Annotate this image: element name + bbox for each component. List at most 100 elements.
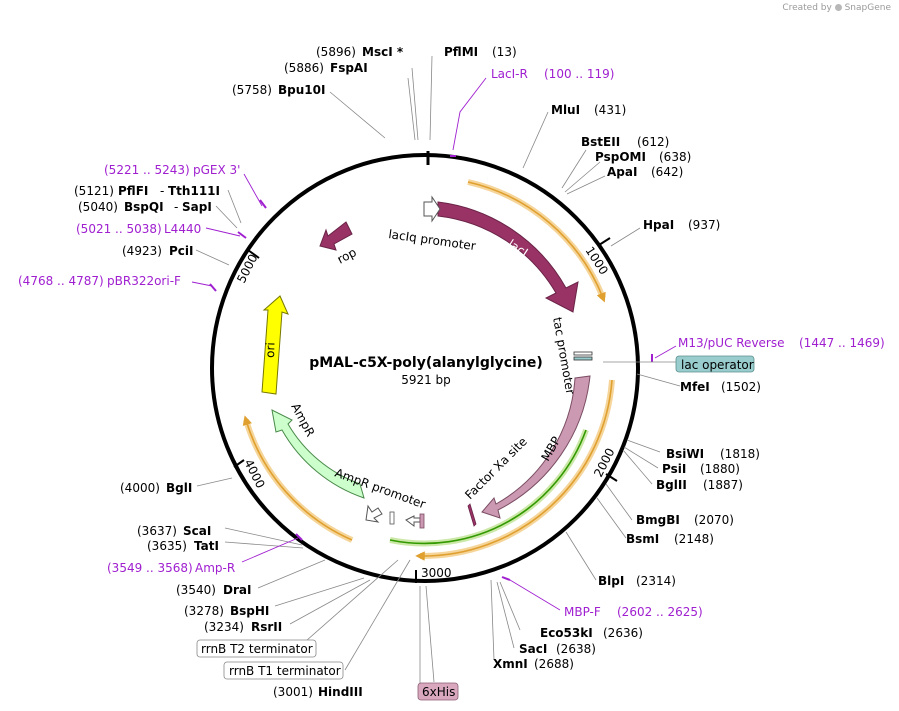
site-bgli-name: BglI [166, 481, 192, 495]
ampr-promoter-arrow [365, 504, 383, 523]
site-saci-pos: (2638) [556, 642, 596, 656]
rrnb-t-arrow [405, 515, 421, 527]
site-bmgbi-name: BmgBI [636, 513, 680, 527]
backbone-circle [210, 153, 640, 583]
site-pflfi-sep: - [160, 184, 164, 198]
primer-laci-r-name: LacI-R [491, 67, 528, 81]
site-sapi-name: SapI [182, 200, 212, 214]
site-drai-name: DraI [223, 583, 251, 597]
site-blpi-pos: (2314) [636, 574, 676, 588]
site-bpu10i-pos: (5758) [232, 83, 272, 97]
tac-promoter-marks [573, 351, 593, 361]
lac-operator-label: lac operator [681, 358, 754, 372]
rrnb-t2-label: rrnB T2 terminator [201, 642, 313, 656]
site-mlui-pos: (431) [594, 103, 626, 117]
orf-arc-mbp-green-line [389, 429, 587, 545]
his-box: 6xHis [417, 682, 459, 701]
site-drai-pos: (3540) [176, 583, 216, 597]
primer-leaders [191, 77, 677, 611]
his-label: 6xHis [422, 685, 455, 699]
site-bglii-pos: (1887) [703, 478, 743, 492]
site-pcii-name: PciI [169, 244, 194, 258]
site-pspomi-pos: (638) [659, 150, 691, 164]
site-bgli-pos: (4000) [120, 481, 160, 495]
laciq-promoter-arrow [423, 195, 441, 223]
orf-arc-mbp-line [415, 379, 613, 561]
site-mlui-name: MluI [551, 103, 580, 117]
site-pflmi-pos: (13) [492, 45, 517, 59]
ori-label: ori [263, 342, 278, 358]
orf-arc-laci-line [467, 181, 606, 303]
rop-arrow [319, 221, 353, 251]
site-mfei-pos: (1502) [721, 380, 761, 394]
site-scai-pos: (3637) [137, 524, 177, 538]
site-leaders [195, 55, 681, 686]
primer-pbr322-range: (4768 .. 4787) [18, 274, 104, 288]
site-fspai-name: FspAI [330, 61, 368, 75]
site-xmni-pos: (2688) [534, 657, 574, 671]
laciq-promoter-label: lacIq promoter [388, 227, 477, 253]
site-mscI-name: MscI * [362, 45, 404, 59]
primer-laci-r-range: (100 .. 119) [544, 67, 614, 81]
lacop-mark [389, 511, 395, 525]
site-scai-name: ScaI [183, 524, 211, 538]
credit-prefix: Created by [782, 3, 832, 13]
primer-m13-range: (1447 .. 1469) [799, 336, 885, 350]
site-bpu10i-name: Bpu10I [278, 83, 325, 97]
tick-3000: 3000 [415, 566, 452, 583]
factor-xa-mark [467, 503, 477, 527]
site-apai-pos: (642) [651, 165, 683, 179]
site-bsteii-pos: (612) [637, 135, 669, 149]
site-apai-name: ApaI [607, 165, 637, 179]
site-eco53ki-name: Eco53kI [540, 626, 593, 640]
site-eco53ki-pos: (2636) [603, 626, 643, 640]
primer-mbp-f-name: MBP-F [564, 605, 601, 619]
site-tati-name: TatI [194, 539, 219, 553]
plasmid-name: pMAL-c5X-poly(alanylglycine) [309, 355, 542, 371]
site-pflfi-pos: (5121) [74, 184, 114, 198]
orf-arc-ampr-line [242, 415, 353, 541]
mbp-arrow [481, 375, 591, 519]
site-hindiii-pos: (3001) [273, 685, 313, 699]
site-pflfi-name: PflFI [118, 184, 148, 198]
primer-pgex-range: (5221 .. 5243) [104, 163, 190, 177]
primer-pbr322-name: pBR322ori-F [107, 274, 181, 288]
site-mscI-pos: (5896) [316, 45, 356, 59]
plasmid-size: 5921 bp [401, 373, 451, 387]
site-bspqi-sep: - [174, 200, 178, 214]
site-bsiwi-name: BsiWI [666, 447, 704, 461]
ampr-arrow [271, 409, 365, 499]
rrnb-t1-box: rrnB T1 terminator [223, 661, 344, 680]
lac-operator-box: lac operator [675, 355, 755, 373]
site-fspai-pos: (5886) [284, 61, 324, 75]
site-bsmi-name: BsmI [626, 532, 659, 546]
snapgene-credit: Created by SnapGene [782, 3, 891, 13]
backbone-inner [215, 158, 635, 578]
ori-arrow [261, 295, 289, 395]
site-bglii-name: BglII [656, 478, 687, 492]
site-hindiii-name: HindIII [318, 685, 363, 699]
laci-arrow [437, 201, 579, 313]
rop-label: rop [335, 245, 359, 267]
site-bspqi-pos: (5040) [78, 200, 118, 214]
orf-arc-laci [467, 179, 606, 300]
site-saci-name: SacI [519, 642, 547, 656]
primer-m13-name: M13/pUC Reverse [678, 336, 785, 350]
site-pcii-pos: (4923) [122, 244, 162, 258]
site-pspomi-name: PspOMI [595, 150, 646, 164]
site-blpi-name: BlpI [598, 574, 624, 588]
site-rsrii-name: RsrII [251, 620, 282, 634]
site-tati-pos: (3635) [147, 539, 187, 553]
site-bsphi-name: BspHI [230, 604, 269, 618]
site-mfei-name: MfeI [680, 380, 710, 394]
site-psii-pos: (1880) [700, 462, 740, 476]
site-bsmi-pos: (2148) [674, 532, 714, 546]
snapgene-logo-icon [834, 4, 842, 11]
primer-amp-r-name: Amp-R [195, 561, 235, 575]
site-psii-name: PsiI [662, 462, 686, 476]
site-hpai-pos: (937) [688, 218, 720, 232]
site-xmni-name: XmnI [493, 657, 528, 671]
tick-label-3000: 3000 [421, 566, 452, 580]
tac-promoter-label: tac promoter [550, 316, 577, 395]
